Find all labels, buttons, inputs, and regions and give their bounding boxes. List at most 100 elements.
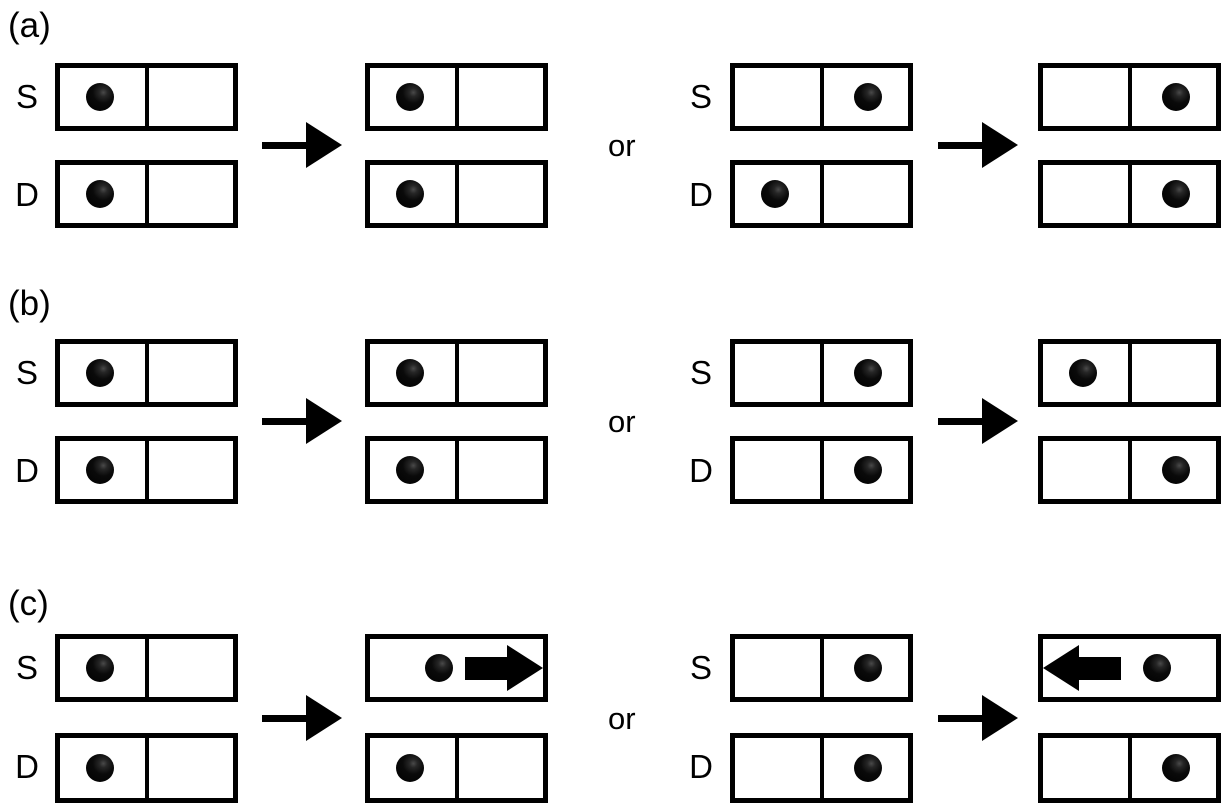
arrow-shaft: [938, 715, 985, 722]
panel-b-alt2-before-d-box: [730, 436, 913, 504]
dot-marker: [1068, 359, 1097, 387]
cell-divider: [819, 738, 824, 798]
panel-a-alt1-transition-arrow-icon: [262, 122, 342, 168]
panel-c-or-label: or: [608, 701, 636, 736]
arrow-head: [982, 122, 1018, 168]
dot-marker: [85, 83, 114, 111]
panel-b-alt1-before-d-box: [55, 436, 238, 504]
arrow-shaft: [262, 715, 309, 722]
arrow-shaft: [938, 418, 985, 425]
arrow-head: [306, 398, 342, 444]
panel-b-alt1-before-row-d-label: D: [15, 452, 39, 489]
panel-b-alt1-before-row-s-label: S: [15, 354, 38, 391]
dot-marker: [395, 83, 424, 111]
panel-c-alt1-before-d-box: [55, 733, 238, 803]
arrow-shaft: [262, 142, 309, 149]
dot-marker: [425, 654, 454, 682]
arrow-head: [982, 695, 1018, 741]
panel-b-alt2-transition-arrow-icon: [938, 398, 1018, 444]
panel-c-alt1-after-s-box: [365, 634, 548, 702]
arrow-tip: [507, 645, 543, 691]
cell-divider: [1127, 344, 1132, 402]
saccade-arrow-right-icon: [465, 645, 543, 691]
panel-c-alt2-after-d-box: [1038, 733, 1221, 803]
cell-divider: [144, 68, 149, 126]
dot-marker: [854, 754, 883, 782]
cell-divider: [819, 639, 824, 697]
dot-marker: [760, 180, 789, 208]
cell-divider: [454, 738, 459, 798]
panel-c-alt1-before-row-s-label: S: [15, 649, 38, 686]
arrow-head: [306, 695, 342, 741]
cell-divider: [819, 165, 824, 223]
panel-c-alt1-before-s-box: [55, 634, 238, 702]
cell-divider: [144, 344, 149, 402]
dot-marker: [395, 180, 424, 208]
cell-divider: [1127, 68, 1132, 126]
cell-divider: [819, 68, 824, 126]
panel-a-alt2-after-d-box: [1038, 160, 1221, 228]
cell-divider: [144, 165, 149, 223]
panel-a-alt2-after-s-box: [1038, 63, 1221, 131]
dot-marker: [85, 754, 114, 782]
cell-divider: [454, 441, 459, 499]
panel-b: (b) S D or S D: [0, 278, 1224, 538]
panel-a: (a) S D or S: [0, 0, 1224, 260]
arrow-head: [306, 122, 342, 168]
cell-divider: [144, 738, 149, 798]
panel-a-label: (a): [8, 6, 51, 45]
panel-c-alt1-transition-arrow-icon: [262, 695, 342, 741]
panel-a-or-label: or: [608, 128, 636, 163]
panel-a-alt2-transition-arrow-icon: [938, 122, 1018, 168]
dot-marker: [85, 654, 114, 682]
dot-marker: [854, 654, 883, 682]
panel-c: (c) S D or S: [0, 578, 1224, 805]
dot-marker: [85, 180, 114, 208]
dot-marker: [395, 456, 424, 484]
panel-c-alt2-before-d-box: [730, 733, 913, 803]
dot-marker: [1162, 83, 1191, 111]
panel-b-alt1-transition-arrow-icon: [262, 398, 342, 444]
panel-c-alt2-before-s-box: [730, 634, 913, 702]
dot-marker: [395, 359, 424, 387]
panel-a-alt1-before-row-s-label: S: [15, 78, 38, 115]
saccade-arrow-left-icon: [1043, 645, 1121, 691]
panel-b-alt2-after-d-box: [1038, 436, 1221, 504]
cell-divider: [144, 441, 149, 499]
dot-marker: [395, 754, 424, 782]
panel-a-alt2-before-d-box: [730, 160, 913, 228]
panel-a-alt1-before-d-box: [55, 160, 238, 228]
cell-divider: [1127, 738, 1132, 798]
cell-divider: [1127, 441, 1132, 499]
dot-marker: [85, 359, 114, 387]
dot-marker: [1162, 180, 1191, 208]
arrow-bar: [465, 657, 509, 680]
panel-c-alt2-before-row-s-label: S: [689, 649, 712, 686]
cell-divider: [819, 441, 824, 499]
dot-marker: [1162, 456, 1191, 484]
panel-c-alt1-after-d-box: [365, 733, 548, 803]
arrow-shaft: [262, 418, 309, 425]
panel-b-alt1-before-s-box: [55, 339, 238, 407]
arrow-tip: [1043, 645, 1079, 691]
panel-a-alt1-after-d-box: [365, 160, 548, 228]
dot-marker: [854, 83, 883, 111]
cell-divider: [1127, 165, 1132, 223]
cell-divider: [819, 344, 824, 402]
panel-a-alt2-before-row-d-label: D: [689, 176, 713, 213]
panel-a-alt1-before-s-box: [55, 63, 238, 131]
panel-b-alt1-after-s-box: [365, 339, 548, 407]
panel-c-alt2-before-row-d-label: D: [689, 748, 713, 785]
panel-b-label: (b): [8, 284, 51, 323]
dot-marker: [1162, 754, 1191, 782]
dot-marker: [1143, 654, 1172, 682]
panel-b-alt1-after-d-box: [365, 436, 548, 504]
dot-marker: [85, 456, 114, 484]
panel-c-label: (c): [8, 584, 49, 623]
arrow-head: [982, 398, 1018, 444]
panel-b-alt2-after-s-box: [1038, 339, 1221, 407]
panel-c-alt2-transition-arrow-icon: [938, 695, 1018, 741]
panel-b-alt2-before-s-box: [730, 339, 913, 407]
cell-divider: [454, 68, 459, 126]
